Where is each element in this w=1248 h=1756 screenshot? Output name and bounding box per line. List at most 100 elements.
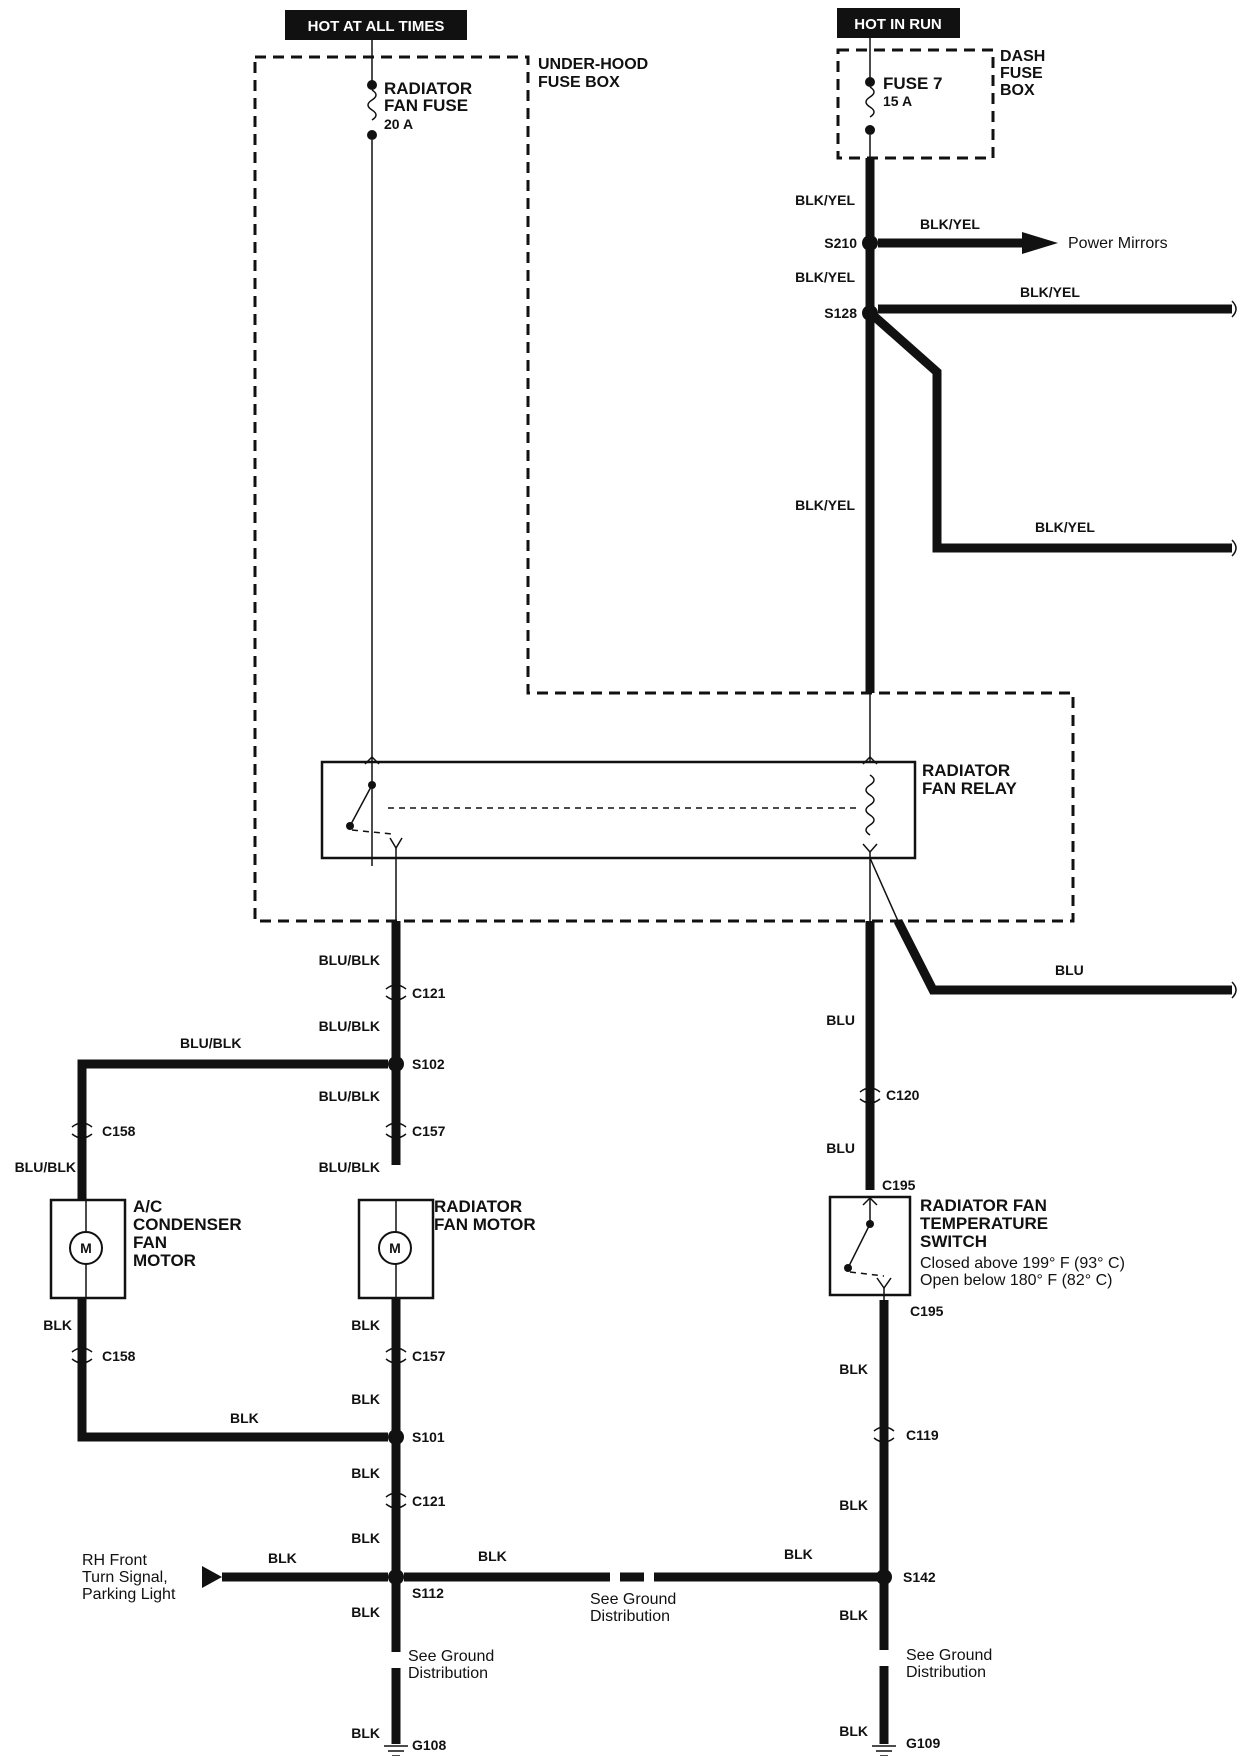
c119-connector-icon: [873, 1426, 895, 1443]
c121-connector-icon-bottom: [385, 1492, 407, 1509]
wire-label-blk-yel-6: BLK/YEL: [795, 497, 855, 513]
fuse7-rating: 15 A: [883, 93, 912, 109]
c158-label-bottom: C158: [102, 1348, 136, 1364]
hot-at-all-times-label: HOT AT ALL TIMES: [308, 18, 445, 35]
radiator-fan-fuse-label-1: RADIATOR: [384, 79, 472, 98]
wire-label-blk-8: BLK: [478, 1548, 507, 1564]
wire-label-blk-12: BLK: [839, 1361, 868, 1377]
wire-label-blk-2: BLK: [230, 1410, 259, 1426]
see-ground-left-1: See Ground: [408, 1648, 494, 1665]
ground-g109-icon: [872, 1745, 896, 1756]
wire-label-blk-1: BLK: [43, 1317, 72, 1333]
s142-label: S142: [903, 1569, 936, 1585]
wire-label-blu-2: BLU: [826, 1012, 855, 1028]
c121-connector-icon: [385, 984, 407, 1001]
wire-label-blk-yel-3: BLK/YEL: [795, 269, 855, 285]
dash-label-2: FUSE: [1000, 65, 1043, 82]
s112-label: S112: [412, 1585, 444, 1601]
splice-s101: [388, 1429, 404, 1445]
fuse7-terminal-bottom: [865, 125, 875, 135]
c119-label: C119: [906, 1427, 939, 1443]
c157-label-2: C157: [412, 1348, 446, 1364]
temp-switch-label-1: RADIATOR FAN: [920, 1196, 1047, 1215]
relay-switch-arm-icon: [349, 784, 373, 827]
wire-label-blk-5: BLK: [351, 1465, 380, 1481]
see-ground-mid-2: Distribution: [590, 1608, 670, 1625]
ac-motor-label-1: A/C: [133, 1197, 162, 1216]
relay-terminal-in-icon: [364, 755, 380, 765]
wire-label-blk-7: BLK: [268, 1550, 297, 1566]
s128-branch-lower-wire: [872, 313, 1232, 553]
wire-continues-icon-1: [1231, 300, 1237, 318]
under-hood-fuse-box-outline: [253, 55, 1075, 923]
s128-label: S128: [824, 305, 857, 321]
wire-label-blk-11: BLK: [351, 1725, 380, 1741]
fuse-terminal-top: [367, 80, 377, 90]
wire-label-blk-yel-5: BLK/YEL: [1035, 519, 1095, 535]
ac-motor-label-2: CONDENSER: [133, 1215, 242, 1234]
fuse7-terminal-top: [865, 77, 875, 87]
fuse7-icon: [865, 86, 875, 118]
hot-in-run-label: HOT IN RUN: [854, 16, 942, 33]
g109-label: G109: [906, 1735, 940, 1751]
temp-switch-note-2: Open below 180° F (82° C): [920, 1272, 1112, 1289]
under-hood-label-2: FUSE BOX: [538, 74, 620, 91]
c121-label-2: C121: [412, 1493, 446, 1509]
rh-front-label-1: RH Front: [82, 1552, 147, 1569]
splice-s128: [862, 305, 878, 321]
blu-branch-wire: [893, 918, 1232, 995]
c120-label: C120: [886, 1087, 920, 1103]
wire-label-blk-10: BLK: [351, 1604, 380, 1620]
rh-front-label-3: Parking Light: [82, 1586, 176, 1603]
radiator-motor-label-1: RADIATOR: [434, 1197, 522, 1216]
fuse7-name: FUSE 7: [883, 74, 943, 93]
ac-ground-wire: [77, 1298, 388, 1442]
radiator-fan-fuse-rating: 20 A: [384, 116, 413, 132]
c157-connector-icon-bottom: [385, 1347, 407, 1364]
ac-motor-label-3: FAN: [133, 1233, 167, 1252]
wire-label-blu-3: BLU: [826, 1140, 855, 1156]
radiator-motor-icon: [378, 1231, 412, 1265]
g108-label: G108: [412, 1737, 446, 1753]
wire-label-blu-blk-6: BLU/BLK: [15, 1159, 76, 1175]
radiator-motor-label-2: FAN MOTOR: [434, 1215, 536, 1234]
splice-s142: [876, 1569, 892, 1585]
rh-front-label-2: Turn Signal,: [82, 1569, 168, 1586]
wire-label-blk-3: BLK: [351, 1317, 380, 1333]
wire-label-blu-blk-3: BLU/BLK: [319, 1088, 380, 1104]
power-mirrors-arrow-icon: [1022, 232, 1058, 254]
temp-switch-note-1: Closed above 199° F (93° C): [920, 1255, 1125, 1272]
ground-g108-icon: [384, 1745, 408, 1756]
c158-connector-icon-top: [71, 1122, 93, 1139]
see-ground-right-2: Distribution: [906, 1664, 986, 1681]
wire-label-blk-yel-1: BLK/YEL: [795, 192, 855, 208]
wire-label-blk-4: BLK: [351, 1391, 380, 1407]
dash-label-1: DASH: [1000, 48, 1045, 65]
splice-s102: [388, 1056, 404, 1072]
see-ground-mid-1: See Ground: [590, 1591, 676, 1608]
radiator-fan-fuse-icon: [367, 89, 377, 121]
c158-connector-icon-bottom: [71, 1347, 93, 1364]
dash-fuse-box-outline: [836, 48, 995, 160]
radiator-motor-symbol: M: [389, 1240, 401, 1256]
wire-continues-icon-2: [1231, 539, 1237, 557]
ac-branch-wire: [77, 1059, 388, 1200]
c195-label-top: C195: [882, 1177, 916, 1193]
power-mirrors-destination: Power Mirrors: [1068, 235, 1168, 252]
c158-label-top: C158: [102, 1123, 136, 1139]
c195-label-bottom: C195: [910, 1303, 944, 1319]
wire-label-blk-9: BLK: [784, 1546, 813, 1562]
relay-label-2: FAN RELAY: [922, 779, 1017, 798]
s210-label: S210: [824, 235, 857, 251]
wire-label-blk-yel-2: BLK/YEL: [920, 216, 980, 232]
wire-label-blu-blk-5: BLU/BLK: [180, 1035, 241, 1051]
radiator-fan-fuse-label-2: FAN FUSE: [384, 96, 468, 115]
wire-label-blk-14: BLK: [839, 1607, 868, 1623]
temp-switch-label-2: TEMPERATURE: [920, 1214, 1048, 1233]
wire-label-blk-yel-4: BLK/YEL: [1020, 284, 1080, 300]
splice-s112: [388, 1569, 404, 1585]
c157-label-1: C157: [412, 1123, 446, 1139]
c157-connector-icon: [385, 1122, 407, 1139]
fuse-terminal-bottom: [367, 130, 377, 140]
